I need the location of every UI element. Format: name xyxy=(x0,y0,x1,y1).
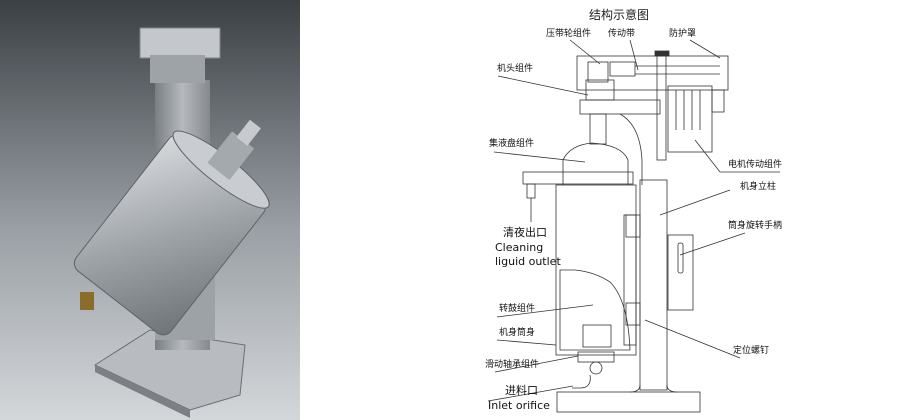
structure-diagram xyxy=(487,39,780,413)
label-outlet-en-1: Cleaning xyxy=(495,241,544,254)
label-guard: 防护罩 xyxy=(669,29,697,39)
label-outlet-cn: 清夜出口 xyxy=(503,226,547,239)
label-drum: 转鼓组件 xyxy=(499,304,536,314)
label-drive-belt: 传动带 xyxy=(608,29,636,39)
label-belt-pulley: 压带轮组件 xyxy=(546,29,592,39)
base xyxy=(556,391,701,413)
label-handle: 筒身旋转手柄 xyxy=(728,221,783,231)
motor xyxy=(667,85,713,153)
collector-dome xyxy=(562,142,629,185)
label-screw: 定位螺钉 xyxy=(733,346,770,356)
rotate-handle xyxy=(667,234,694,311)
label-outlet-en-2: liguid outlet xyxy=(495,255,561,268)
drum xyxy=(559,269,631,351)
label-bearing: 滑动轴承组件 xyxy=(485,360,540,370)
diagram-title: 结构示意图 xyxy=(589,8,650,22)
column xyxy=(639,179,668,391)
guard-housing xyxy=(576,55,729,91)
label-inlet-en: Inlet orifice xyxy=(488,399,550,412)
label-body: 机身筒身 xyxy=(499,328,536,338)
label-inlet-cn: 进料口 xyxy=(505,384,538,397)
centrifuge-machine xyxy=(73,27,270,418)
centrifuge-photo xyxy=(0,0,300,420)
label-column: 机身立柱 xyxy=(740,182,777,192)
label-motor: 电机传动组件 xyxy=(728,160,783,170)
label-head: 机头组件 xyxy=(497,64,534,74)
label-collector: 集液盘组件 xyxy=(489,139,535,149)
